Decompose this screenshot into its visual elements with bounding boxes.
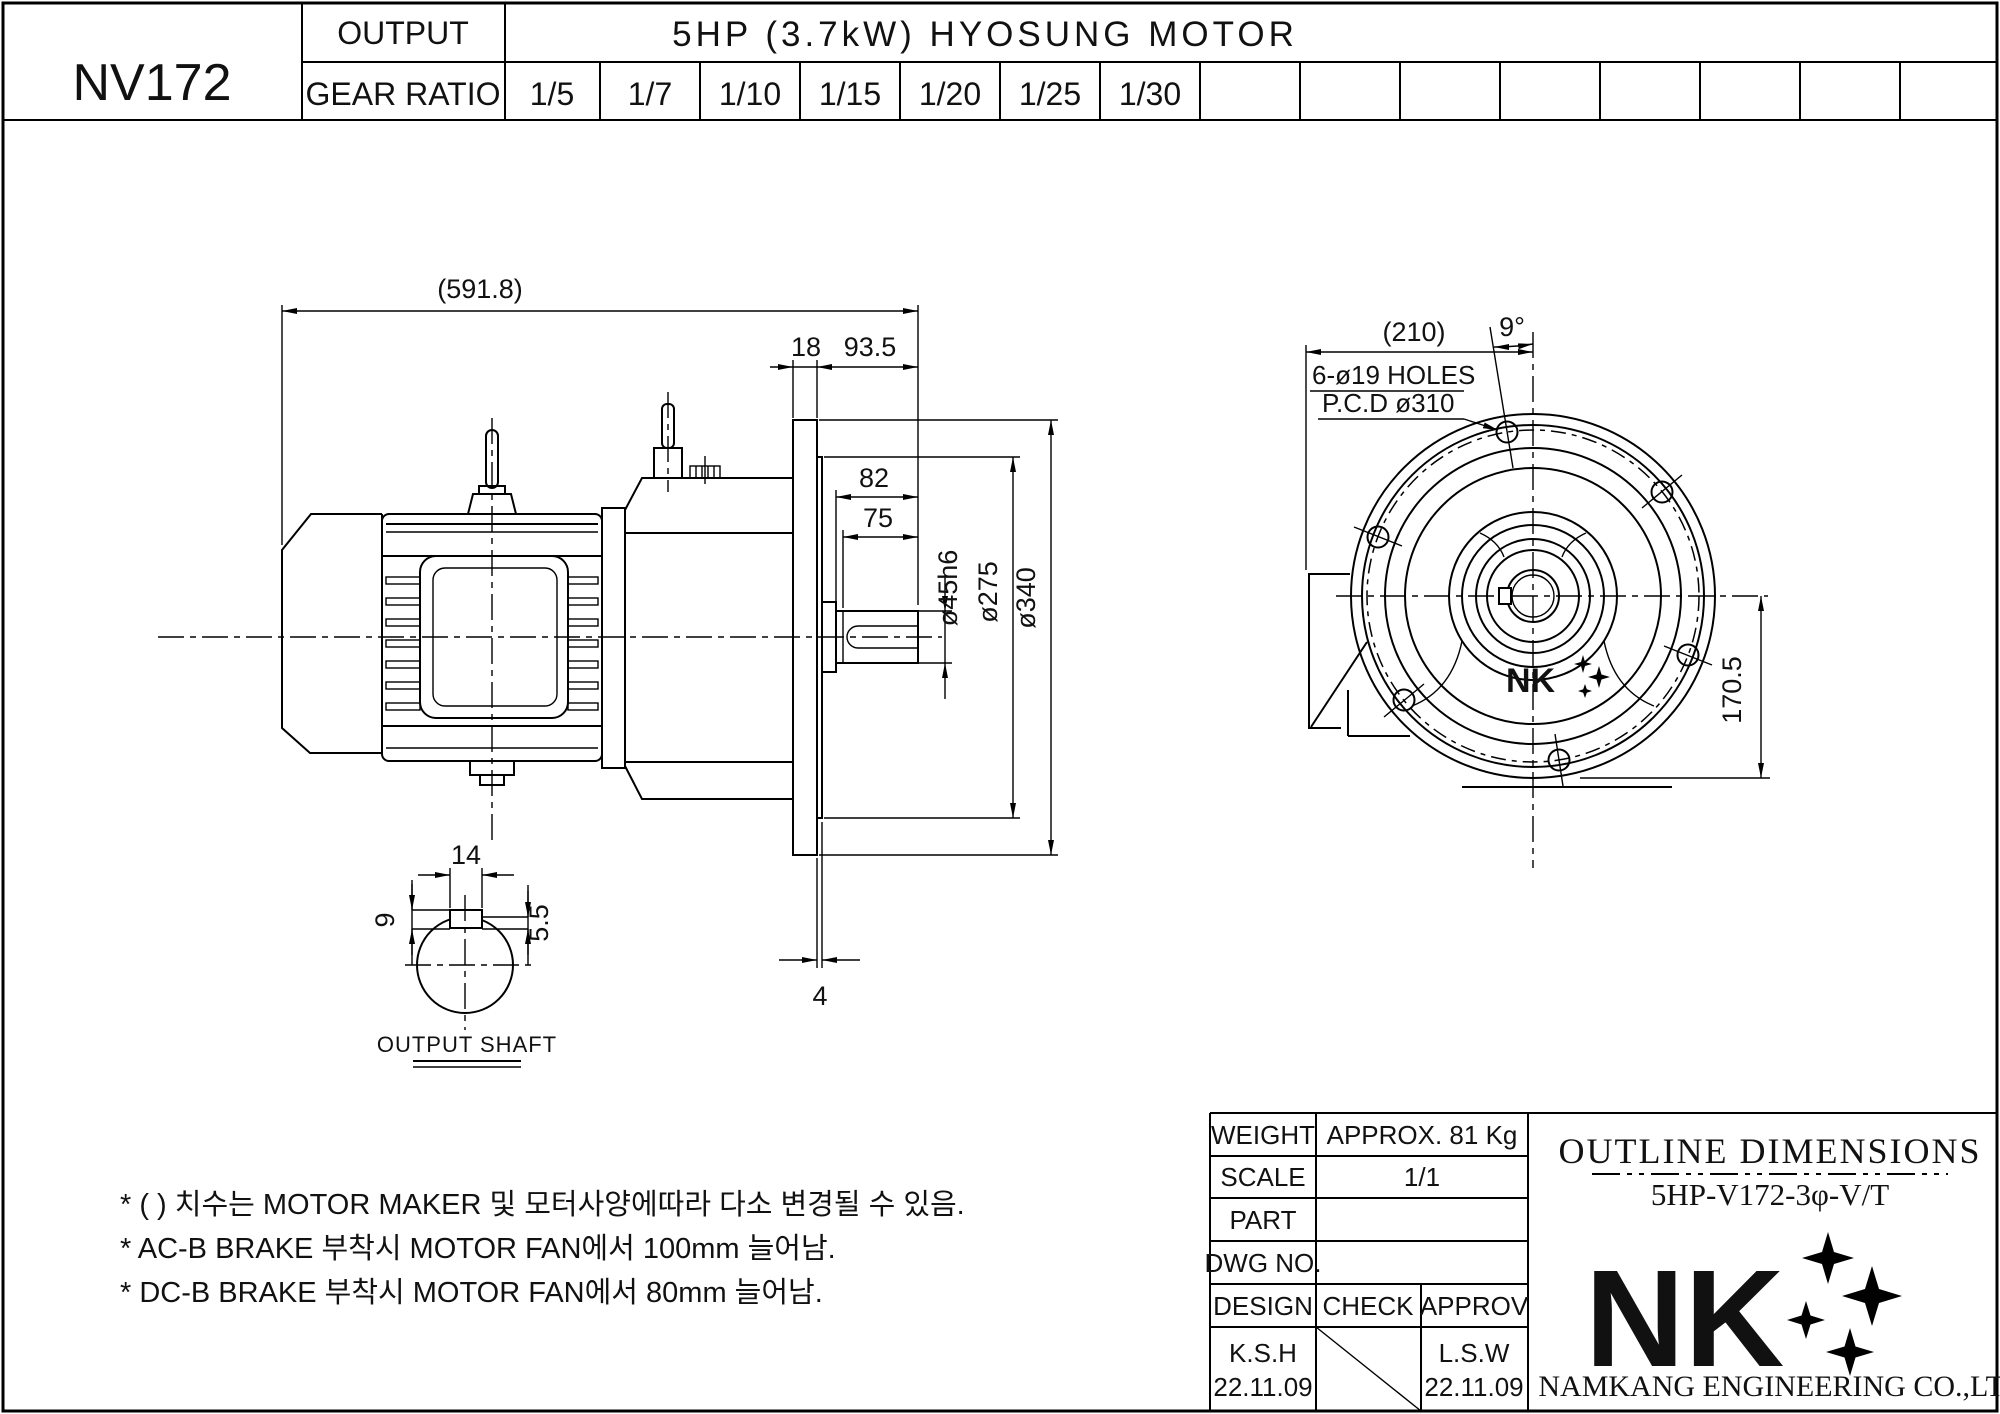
gear-ratio-3: 1/10 — [719, 76, 781, 112]
pcd-note: P.C.D ø310 — [1322, 388, 1454, 418]
dim-key-depth-label: 5.5 — [524, 904, 554, 942]
weight-label: WEIGHT — [1211, 1120, 1315, 1150]
company-name: NAMKANG ENGINEERING CO.,LTD — [1538, 1370, 2000, 1403]
shaft-detail-caption: OUTPUT SHAFT — [377, 1032, 557, 1057]
approv-name: L.S.W — [1439, 1338, 1510, 1368]
dim-210-label: (210) — [1382, 317, 1445, 347]
motor-body-panel — [419, 555, 569, 719]
flange-outer-circle — [1350, 413, 1716, 779]
adapter-ring — [601, 507, 626, 769]
model-number: NV172 — [73, 54, 232, 112]
nk-logo-front-text: NK — [1506, 662, 1556, 700]
doc-code: 5HP-V172-3φ-V/T — [1651, 1177, 1889, 1212]
key-section — [449, 909, 483, 929]
fan-cover — [281, 513, 382, 754]
approv-label: APPROV — [1420, 1291, 1529, 1321]
holes-note: 6-ø19 HOLES — [1312, 360, 1475, 390]
output-label: OUTPUT — [337, 15, 469, 51]
gear-ratio-6: 1/25 — [1019, 76, 1081, 112]
dim-spigot-dia-label: ø275 — [973, 561, 1003, 623]
scale-value: 1/1 — [1404, 1162, 1440, 1192]
approv-date: 22.11.09 — [1424, 1372, 1523, 1402]
motor-spec: 5HP (3.7kW) HYOSUNG MOTOR — [672, 15, 1298, 54]
gear-ratio-label: GEAR RATIO — [306, 76, 501, 112]
bolt-holes — [1353, 326, 1713, 787]
note-3: * DC-B BRAKE 부착시 MOTOR FAN에서 80mm 늘어남. — [120, 1276, 823, 1309]
title-block: WEIGHT APPROX. 81 Kg SCALE 1/1 PART DWG … — [1205, 1112, 2000, 1412]
design-name: K.S.H — [1229, 1338, 1297, 1368]
gear-ratio-4: 1/15 — [819, 76, 881, 112]
gearbox — [624, 403, 793, 800]
side-view: (591.8) 18 93.5 82 75 ø45h6 — [158, 274, 1058, 1011]
dim-82-label: 82 — [859, 463, 889, 493]
part-label: PART — [1230, 1205, 1297, 1235]
bore-keyway — [1498, 587, 1512, 605]
output-shaft-side — [835, 610, 919, 664]
pcd-circle — [1366, 429, 1700, 763]
dim-overall-label: (591.8) — [437, 274, 523, 304]
dim-angle-label: 9° — [1499, 312, 1525, 342]
weight-value: APPROX. 81 Kg — [1327, 1120, 1518, 1150]
scale-label: SCALE — [1220, 1162, 1305, 1192]
side-bracket — [1308, 573, 1410, 737]
nk-logo-title: NK — [1585, 1242, 1784, 1396]
gear-ratio-2: 1/7 — [628, 76, 672, 112]
dim-75-label: 75 — [863, 503, 893, 533]
output-shaft-detail: 14 9 5.5 OUTPUT SHAFT — [370, 840, 557, 1068]
front-view: NK (210) 9° 6-ø19 HOLES P.C.D ø310 170.5 — [1305, 312, 1770, 868]
doc-title: OUTLINE DIMENSIONS — [1559, 1131, 1982, 1171]
shaft-keyway-slot — [846, 625, 918, 649]
breather-pin — [661, 403, 675, 449]
dim-18-label: 18 — [791, 332, 821, 362]
note-1: * ( ) 치수는 MOTOR MAKER 및 모터사양에따라 다소 변경될 수… — [120, 1189, 965, 1221]
gear-ratio-7: 1/30 — [1119, 76, 1181, 112]
note-2: * AC-B BRAKE 부착시 MOTOR FAN에서 100mm 늘어남. — [120, 1232, 836, 1265]
notes: * ( ) 치수는 MOTOR MAKER 및 모터사양에따라 다소 변경될 수… — [120, 1189, 965, 1309]
side-dimensions: (591.8) 18 93.5 82 75 ø45h6 — [281, 274, 1058, 1011]
dim-key-height-label: 9 — [370, 912, 400, 927]
gear-ratio-1: 1/5 — [530, 76, 574, 112]
dwg-no-label: DWG NO. — [1205, 1248, 1322, 1278]
front-dimensions: (210) 9° 6-ø19 HOLES P.C.D ø310 170.5 — [1305, 312, 1770, 779]
dim-key-width-label: 14 — [451, 840, 481, 870]
header-table: NV172 OUTPUT GEAR RATIO 5HP (3.7kW) HYOS… — [3, 3, 1997, 121]
gear-ratio-5: 1/20 — [919, 76, 981, 112]
check-label: CHECK — [1322, 1291, 1414, 1321]
dim-170-5-label: 170.5 — [1717, 656, 1747, 724]
nk-logo-stars — [1787, 1232, 1902, 1376]
plug-comb — [689, 456, 721, 484]
dim-flange-dia-label: ø340 — [1011, 567, 1041, 629]
dim-93-5-label: 93.5 — [844, 332, 897, 362]
nk-logo-front: NK — [1506, 655, 1610, 700]
design-date: 22.11.09 — [1213, 1372, 1312, 1402]
eyebolt — [466, 429, 518, 515]
dim-4-label: 4 — [812, 981, 827, 1011]
dim-shaft-dia-label: ø45h6 — [933, 550, 963, 627]
design-label: DESIGN — [1213, 1291, 1313, 1321]
